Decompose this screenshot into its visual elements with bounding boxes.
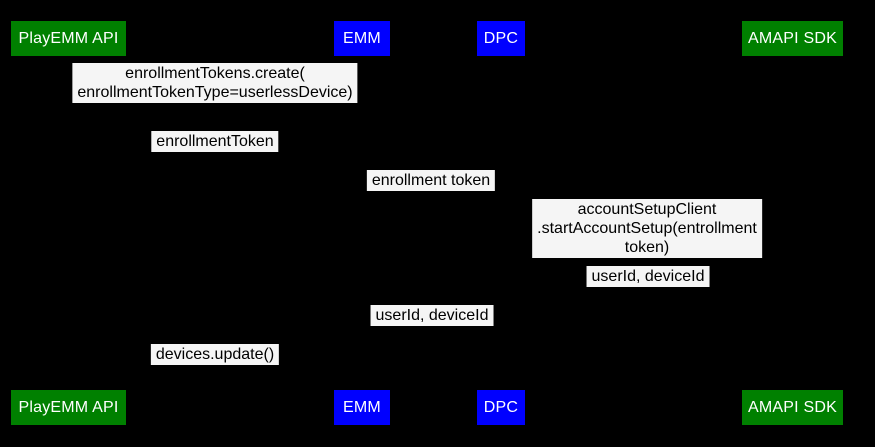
message-userid-deviceid-forward: userId, deviceId bbox=[370, 305, 494, 326]
message-enrollment-token-return: enrollmentToken bbox=[151, 131, 279, 152]
message-enrollment-token-forward: enrollment token bbox=[366, 170, 496, 191]
actor-emm-top: EMM bbox=[334, 21, 390, 56]
message-enrollment-tokens-create: enrollmentTokens.create( enrollmentToken… bbox=[72, 63, 358, 103]
message-devices-update: devices.update() bbox=[150, 344, 280, 365]
actor-emm-bottom: EMM bbox=[334, 390, 390, 425]
actor-playemm-api-bottom: PlayEMM API bbox=[11, 390, 126, 425]
actor-amapi-sdk-bottom: AMAPI SDK bbox=[742, 390, 843, 425]
actor-dpc-top: DPC bbox=[477, 21, 525, 56]
actor-amapi-sdk-top: AMAPI SDK bbox=[742, 21, 843, 56]
actor-playemm-api-top: PlayEMM API bbox=[11, 21, 126, 56]
actor-dpc-bottom: DPC bbox=[477, 390, 525, 425]
message-userid-deviceid-return: userId, deviceId bbox=[586, 266, 710, 287]
message-start-account-setup: accountSetupClient .startAccountSetup(en… bbox=[532, 199, 762, 258]
